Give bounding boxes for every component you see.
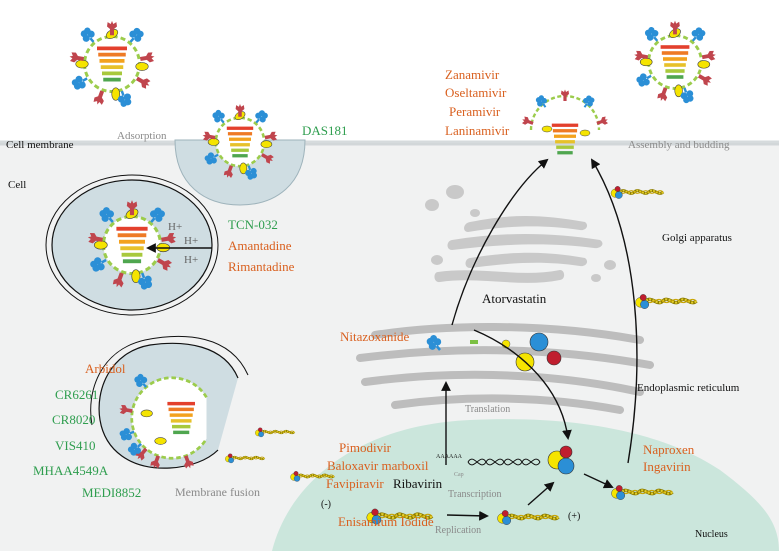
plus-strand-label: (+) <box>568 511 581 522</box>
hplus-label-1: H+ <box>168 221 183 233</box>
drug-zanamivir: Zanamivir <box>445 67 500 82</box>
nucleus-label: Nucleus <box>695 529 728 540</box>
drug-nitazoxanide: Nitazoxanide <box>340 329 410 344</box>
drug-pimodivir: Pimodivir <box>339 440 392 455</box>
membrane-fusion-label: Membrane fusion <box>175 485 260 499</box>
polya-label: AAAAAA <box>436 454 462 460</box>
hplus-label-2: H+ <box>184 235 199 247</box>
drug-oseltamivir: Oseltamivir <box>445 85 507 100</box>
drug-cr8020: CR8020 <box>52 412 96 427</box>
drug-ingavirin: Ingavirin <box>643 459 691 474</box>
cap-label: Cap <box>454 472 464 478</box>
drug-atorvastatin: Atorvastatin <box>482 291 547 306</box>
minus-strand-label: (-) <box>321 499 331 510</box>
drug-baloxavir: Baloxavir marboxil <box>327 458 429 473</box>
translation-label: Translation <box>465 404 511 415</box>
cell-label: Cell <box>8 179 27 191</box>
er-label: Endoplasmic reticulum <box>637 382 740 394</box>
drug-naproxen: Naproxen <box>643 442 695 457</box>
drug-rimantadine: Rimantadine <box>228 259 295 274</box>
hplus-label-3: H+ <box>184 254 199 266</box>
drug-tcn032: TCN-032 <box>228 217 278 232</box>
drug-amantadine: Amantadine <box>228 238 292 253</box>
golgi-label: Golgi apparatus <box>662 232 732 244</box>
drug-arbidol: Arbidol <box>85 361 126 376</box>
drug-das181: DAS181 <box>302 123 348 138</box>
replication-label: Replication <box>435 525 482 536</box>
drug-peramivir: Peramivir <box>449 104 501 119</box>
drug-cr6261: CR6261 <box>55 387 99 402</box>
transcription-label: Transcription <box>448 489 502 500</box>
cell-membrane-label: Cell membrane <box>6 139 74 151</box>
adsorption-label: Adsorption <box>117 130 167 142</box>
drug-enisamium: Enisamium Iodide <box>338 514 434 529</box>
assembly-budding-label: Assembly and budding <box>628 139 730 151</box>
drug-ribavirin: Ribavirin <box>393 476 443 491</box>
drug-medi8852: MEDI8852 <box>82 485 142 500</box>
drug-vis410: VIS410 <box>55 438 96 453</box>
drug-mhaa4549a: MHAA4549A <box>33 463 109 478</box>
drug-laninamivir: Laninamivir <box>445 123 510 138</box>
drug-favipiravir: Favipiravir <box>326 476 384 491</box>
